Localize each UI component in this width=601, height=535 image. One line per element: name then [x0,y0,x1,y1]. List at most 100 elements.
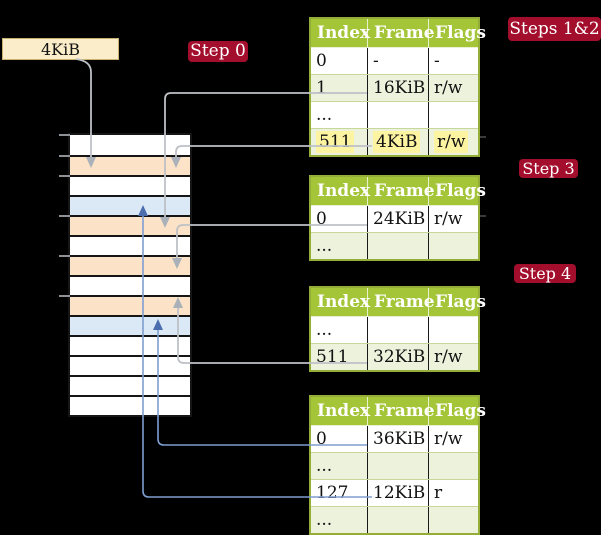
cell-value: ... [316,105,333,125]
cell-value: r/w [434,209,463,229]
table-row: ... [311,506,478,533]
memory-row-white [70,395,190,415]
cell-value: ... [316,456,333,476]
cell-value: 16KiB [373,78,426,98]
memory-row-peach [70,295,190,315]
memory-row-white [70,375,190,395]
memory-row-white [70,275,190,295]
scale-tick [59,255,70,257]
scale-tick [59,155,70,157]
frame-address-text: 4KiB [40,39,80,59]
cell-value: r/w [434,347,463,367]
table-cell: 32KiB [367,344,428,370]
memory-row-white [70,135,190,155]
table-cell: r/w [428,206,478,232]
memory-column [68,133,192,417]
cell-value: 32KiB [373,347,426,367]
table-row: 511 4KiB r/w [311,128,478,155]
table-cell: r/w [428,426,478,452]
memory-row-blue [70,195,190,215]
table-cell: 24KiB [367,206,428,232]
column-header: Flags [428,19,486,47]
row-marker-dash [480,136,486,138]
table-cell [428,233,478,259]
table-cell: 12KiB [367,480,428,506]
table-cell [428,453,478,479]
table-cell: 16KiB [367,75,428,101]
memory-row-white [70,335,190,355]
row-marker-dash [480,215,486,217]
badge-steps-1-2: Steps 1&2 [508,17,601,41]
table-cell: 511 [311,344,367,370]
table-cell: 511 [311,129,367,155]
memory-row-peach [70,215,190,235]
scale-tick [59,215,70,217]
table-cell [367,233,428,259]
column-header: Flags [428,288,486,316]
cell-value: 0 [316,429,327,449]
cell-value: r/w [434,429,463,449]
cell-value: 36KiB [373,429,426,449]
table-cell: r/w [428,75,478,101]
column-header: Flags [428,397,486,425]
scale-tick [59,175,70,177]
frame-address-label: 4KiB [2,38,119,60]
column-header: Index [317,181,371,201]
column-header: Frame [367,177,435,205]
table-row: 127 12KiB r [311,479,478,506]
column-header: Index [317,401,371,421]
table-cell: 4KiB [367,129,428,155]
table-cell [367,102,428,128]
memory-row-white [70,355,190,375]
table-cell: r [428,480,478,506]
highlighted-value: r/w [434,131,469,153]
badge-step4: Step 4 [514,264,576,283]
cell-value: 127 [316,483,349,503]
cell-value: ... [316,236,333,256]
cell-value: ... [316,510,333,530]
cell-value: r [434,483,443,503]
highlighted-value: 4KiB [373,131,421,153]
cell-value: 12KiB [373,483,426,503]
table-cell: 1 [311,75,367,101]
cell-value: 1 [316,78,327,98]
cell-value: 511 [316,347,349,367]
table-cell [428,102,478,128]
scale-tick [59,134,70,136]
table-cell [367,317,428,343]
column-header: Frame [367,19,435,47]
table-cell: r/w [428,129,478,155]
cell-value: 0 [316,209,327,229]
table-cell: ... [311,233,367,259]
table-cell: r/w [428,344,478,370]
memory-row-white [70,175,190,195]
badge-step3: Step 3 [519,159,578,178]
table-cell: - [367,48,428,74]
scale-tick [59,295,70,297]
table-cell: 0 [311,206,367,232]
badge-step0: Step 0 [188,41,248,62]
cell-value: 24KiB [373,209,426,229]
column-header: Index [317,292,371,312]
table-row: 0 36KiB r/w [311,425,478,452]
table-cell [367,453,428,479]
column-header: Flags [428,177,486,205]
table-cell: ... [311,102,367,128]
cell-value: 0 [316,51,327,71]
table-cell [428,507,478,533]
table-cell: 36KiB [367,426,428,452]
cell-value: - [434,51,440,71]
column-header: Frame [367,288,435,316]
column-header: Index [317,23,371,43]
memory-row-white [70,235,190,255]
table-row: ... [311,452,478,479]
cell-value: ... [316,320,333,340]
highlighted-value: 511 [316,131,355,153]
